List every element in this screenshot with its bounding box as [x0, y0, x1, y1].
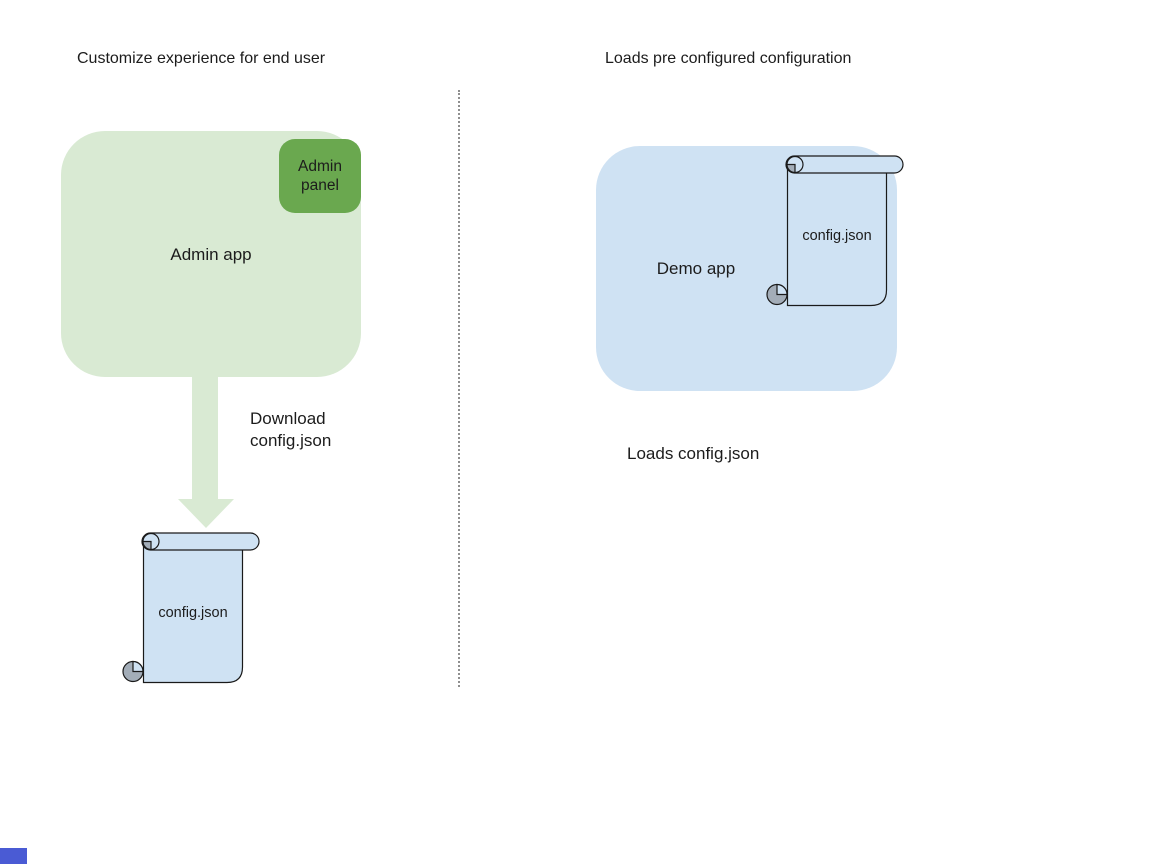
loads-config-caption: Loads config.json: [627, 444, 760, 463]
right-section-title: Loads pre configured configuration: [605, 50, 852, 67]
corner-marker: [0, 848, 27, 864]
config-scroll-label-right: config.json: [802, 227, 872, 244]
config-scroll-icon-left: [122, 532, 260, 684]
admin-panel-box: Admin panel: [279, 139, 361, 213]
download-arrow-label: Download config.json: [250, 409, 332, 450]
section-divider: [458, 90, 460, 687]
admin-app-label: Admin app: [170, 244, 252, 264]
admin-panel-label: Admin panel: [298, 158, 342, 194]
config-scroll-icon-right: [766, 155, 904, 307]
demo-app-label: Demo app: [656, 259, 736, 278]
left-section-title: Customize experience for end user: [77, 50, 326, 67]
config-scroll-label-left: config.json: [158, 604, 228, 621]
download-arrow-icon: [178, 377, 234, 528]
admin-app-box: Admin app Admin panel: [61, 131, 361, 377]
